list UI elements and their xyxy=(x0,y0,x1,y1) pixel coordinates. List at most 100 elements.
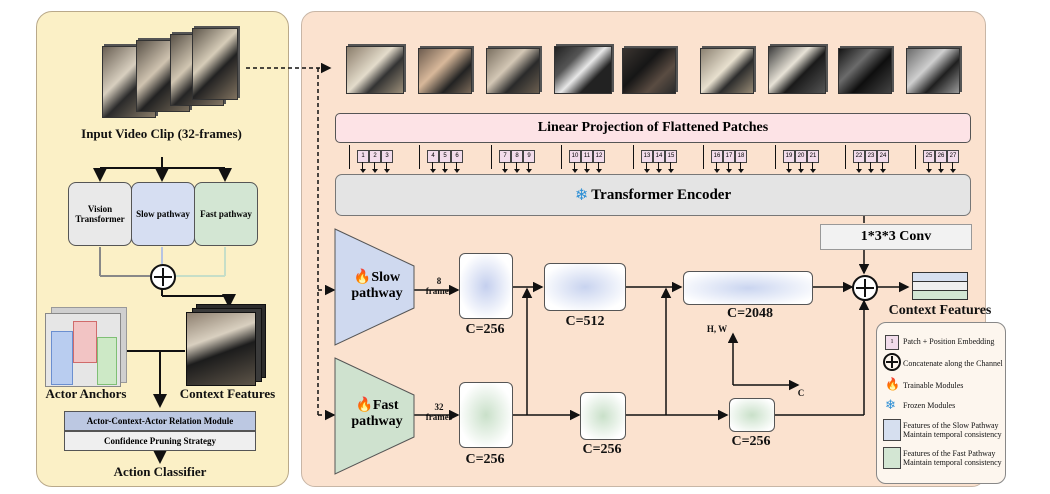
patch-arrow xyxy=(386,162,387,170)
patch-arrow xyxy=(858,162,859,170)
patch-arrow xyxy=(598,162,599,170)
slow-c256-label: C=256 xyxy=(465,322,505,337)
patch-token-icon: 1 xyxy=(885,335,899,350)
patch-arrow xyxy=(432,162,433,170)
patch-token: 17 xyxy=(723,150,735,163)
context-features-stack xyxy=(186,304,266,386)
legend-slow-label: Features of the Slow Pathway Maintain te… xyxy=(903,421,1002,439)
patch-arrow xyxy=(812,162,813,170)
patch-arrow xyxy=(504,162,505,170)
patch-arrow-head xyxy=(584,169,590,173)
patch-arrow xyxy=(574,162,575,170)
patch-token: 23 xyxy=(865,150,877,163)
snowflake-icon: ❄ xyxy=(885,397,896,412)
fast-pathway-box: Fast pathway xyxy=(194,182,258,246)
patch-arrow xyxy=(456,162,457,170)
slow-frames-label: 8 frames xyxy=(425,276,453,296)
slow-pathway-box: Slow pathway xyxy=(131,182,195,246)
patch-token: 10 xyxy=(569,150,581,163)
patch-arrow xyxy=(658,162,659,170)
projection-arrow xyxy=(633,145,634,169)
fast-frames-label: 32 frames xyxy=(425,402,453,422)
transformer-encoder-label: Transformer Encoder xyxy=(591,186,732,203)
patch-arrow xyxy=(728,162,729,170)
legend: 1 Patch + Position Embedding Concatenate… xyxy=(876,322,1006,484)
patch-thumbnails-row xyxy=(340,36,970,96)
patch-token: 25 xyxy=(923,150,935,163)
patch-arrow-head xyxy=(454,169,460,173)
slow-feature-512 xyxy=(544,263,626,311)
patch-token: 26 xyxy=(935,150,947,163)
slow-c512-label: C=512 xyxy=(565,314,605,329)
patch-token: 16 xyxy=(711,150,723,163)
patch-token: 7 xyxy=(499,150,511,163)
patch-arrow-head xyxy=(950,169,956,173)
patch-arrow xyxy=(716,162,717,170)
projection-arrow xyxy=(419,145,420,169)
projection-arrow xyxy=(561,145,562,169)
patch-token: 22 xyxy=(853,150,865,163)
patch-token: 18 xyxy=(735,150,747,163)
projection-arrow xyxy=(491,145,492,169)
legend-concat-label: Concatenate along the Channel xyxy=(903,359,1003,368)
fast-feature-256-a xyxy=(459,382,513,448)
flame-icon: 🔥 xyxy=(885,377,900,391)
patch-arrow xyxy=(928,162,929,170)
patch-arrow-head xyxy=(502,169,508,173)
patch-arrow-head xyxy=(372,169,378,173)
acar-module-box: Actor-Context-Actor Relation Module xyxy=(64,411,256,431)
patch-arrow xyxy=(740,162,741,170)
projection-arrow xyxy=(349,145,350,169)
patch-token: 13 xyxy=(641,150,653,163)
actor-anchors-label: Actor Anchors xyxy=(45,386,127,401)
patch-arrow xyxy=(670,162,671,170)
context-features-bars xyxy=(912,272,968,300)
input-video-stack xyxy=(92,26,242,121)
patch-arrow-head xyxy=(926,169,932,173)
patch-arrow xyxy=(646,162,647,170)
patch-arrow xyxy=(800,162,801,170)
patch-token: 20 xyxy=(795,150,807,163)
patch-arrow xyxy=(870,162,871,170)
slow-c2048-label: C=2048 xyxy=(726,306,774,321)
patch-arrow-head xyxy=(798,169,804,173)
action-classifier-label: Action Classifier xyxy=(113,464,207,479)
patch-arrow-head xyxy=(880,169,886,173)
patch-arrow xyxy=(586,162,587,170)
patch-token: 11 xyxy=(581,150,593,163)
fast-pathway-trapezoid xyxy=(334,357,415,475)
concat-legend-icon xyxy=(883,353,901,371)
patch-arrow xyxy=(528,162,529,170)
legend-patch-label: Patch + Position Embedding xyxy=(903,337,995,346)
patch-token: 24 xyxy=(877,150,889,163)
patch-token: 27 xyxy=(947,150,959,163)
fast-feature-256-b xyxy=(580,392,626,440)
fast-pathway-label: 🔥Fast pathway xyxy=(351,398,403,429)
actor-anchors-image xyxy=(45,307,127,387)
context-features-output-label: Context Features xyxy=(888,303,992,318)
slow-feature-256 xyxy=(459,253,513,319)
patch-arrow xyxy=(882,162,883,170)
projection-arrow xyxy=(775,145,776,169)
patch-arrow-head xyxy=(810,169,816,173)
slow-pathway-trapezoid xyxy=(334,228,415,346)
fast-c256-label-c: C=256 xyxy=(731,434,771,449)
patch-token: 2 xyxy=(369,150,381,163)
patch-arrow-head xyxy=(856,169,862,173)
projection-arrow xyxy=(845,145,846,169)
pruning-strategy-box: Confidence Pruning Strategy xyxy=(64,431,256,451)
patch-arrow xyxy=(444,162,445,170)
flame-icon: 🔥 xyxy=(353,270,372,285)
patch-token: 4 xyxy=(427,150,439,163)
patch-token: 3 xyxy=(381,150,393,163)
fast-c256-label-a: C=256 xyxy=(465,452,505,467)
patch-token: 5 xyxy=(439,150,451,163)
slow-feature-legend-swatch xyxy=(883,419,901,441)
patch-token: 21 xyxy=(807,150,819,163)
fast-feature-legend-swatch xyxy=(883,447,901,469)
patch-arrow xyxy=(952,162,953,170)
linear-projection-box: Linear Projection of Flattened Patches xyxy=(335,113,971,143)
patch-arrow-head xyxy=(668,169,674,173)
conv-box: 1*3*3 Conv xyxy=(820,224,972,250)
